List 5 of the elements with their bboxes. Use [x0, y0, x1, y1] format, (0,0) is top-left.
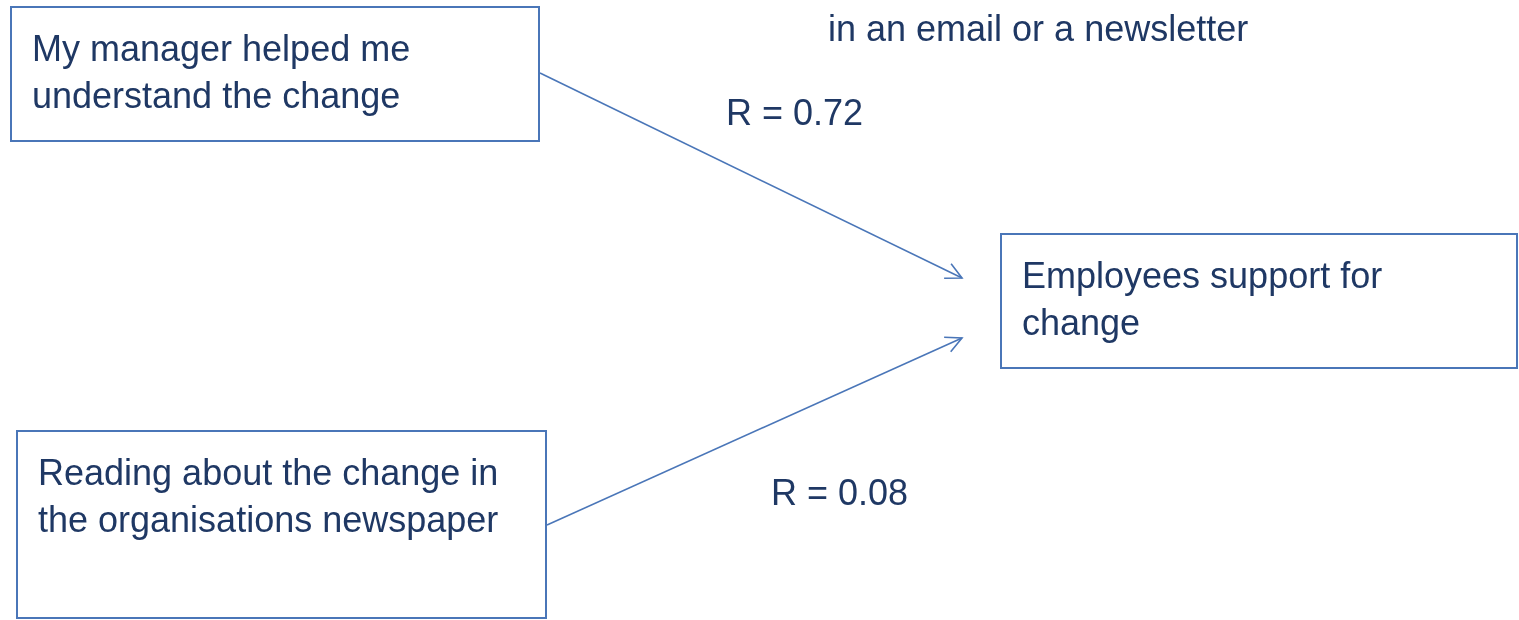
arrow [539, 72, 963, 279]
text-box: Employees support for change [1000, 233, 1518, 369]
arrow [546, 336, 963, 526]
text-box: My manager helped me understand the change [10, 6, 540, 142]
text-box: Reading about the change in the organisations newspaper [16, 430, 547, 619]
